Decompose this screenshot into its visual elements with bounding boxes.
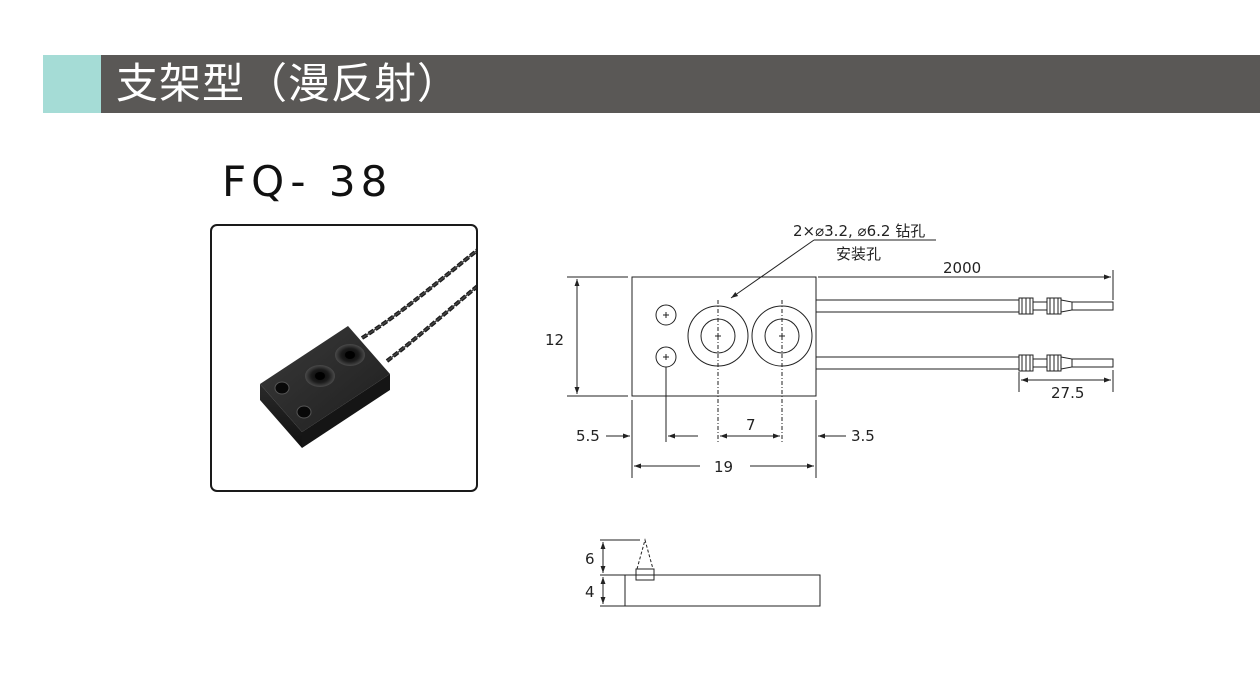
callout-line2: 安装孔 bbox=[836, 245, 881, 263]
header-accent bbox=[43, 55, 101, 113]
dim-right-offset: 3.5 bbox=[851, 427, 875, 445]
page-title: 支架型（漫反射） bbox=[116, 59, 461, 108]
side-view-lens bbox=[635, 568, 655, 581]
dim-connector: 27.5 bbox=[1051, 384, 1084, 402]
product-photo bbox=[260, 248, 476, 448]
cable-top bbox=[815, 299, 1020, 313]
callout-line1: 2×⌀3.2, ⌀6.2 钻孔 bbox=[793, 222, 925, 240]
mount-hole-top bbox=[655, 304, 677, 326]
cable-bottom bbox=[815, 356, 1020, 370]
header-bar bbox=[43, 55, 1260, 113]
model-title: FQ- 38 bbox=[222, 157, 393, 206]
dim-thickness: 4 bbox=[585, 583, 595, 601]
dim-left-offset: 5.5 bbox=[576, 427, 600, 445]
product-photo-frame bbox=[210, 224, 478, 492]
dim-height: 12 bbox=[545, 331, 564, 349]
side-view-block bbox=[624, 574, 821, 607]
dim-hole-pitch: 7 bbox=[746, 416, 756, 434]
block-outline bbox=[631, 276, 817, 397]
dim-cable-length: 2000 bbox=[943, 259, 981, 277]
dim-width: 19 bbox=[714, 458, 733, 476]
dim-lens-height: 6 bbox=[585, 550, 595, 568]
